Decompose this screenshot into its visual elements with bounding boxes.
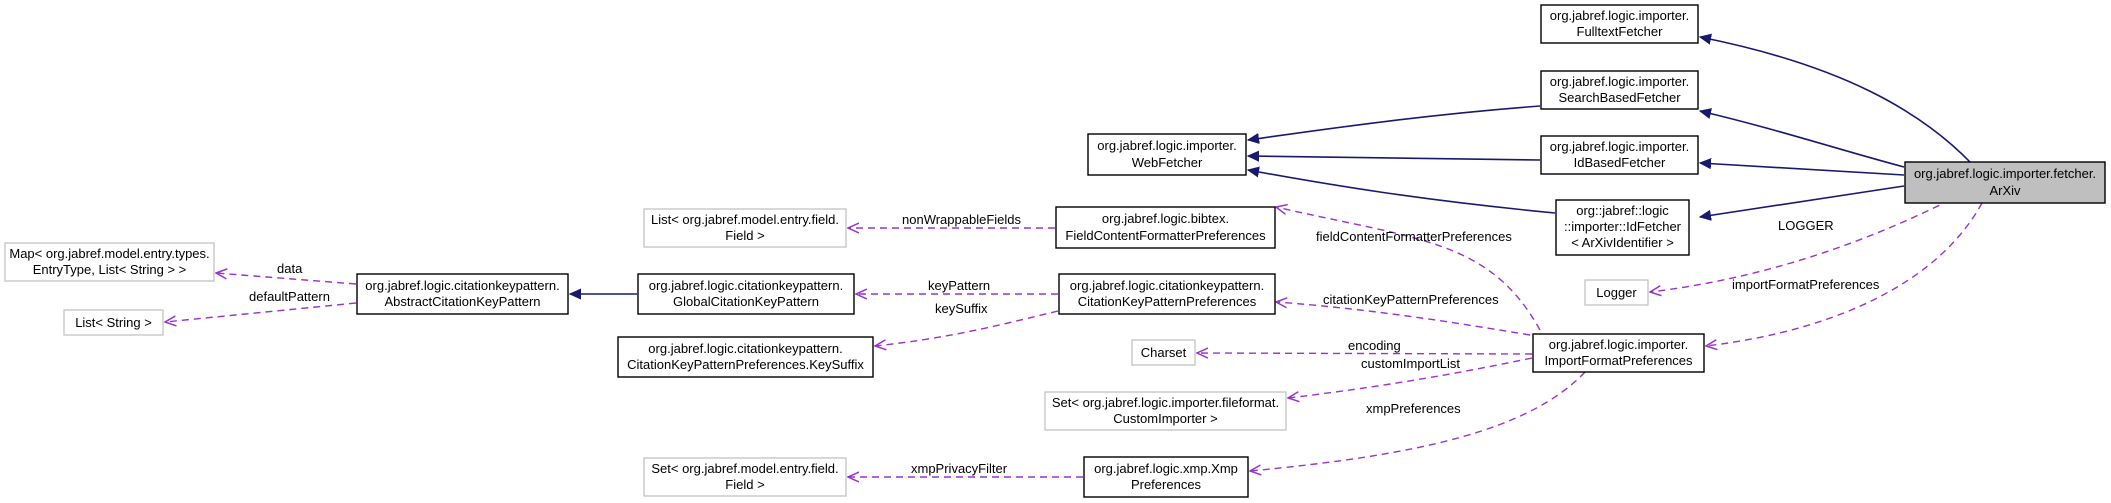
node-import-format-preferences[interactable]: org.jabref.logic.importer. ImportFormatP… [1532, 333, 1705, 373]
svg-text:org.jabref.logic.importer.: org.jabref.logic.importer. [1550, 8, 1689, 23]
svg-text:Map< org.jabref.model.entry.ty: Map< org.jabref.model.entry.types. [9, 246, 209, 261]
svg-text:Field >: Field > [725, 228, 764, 243]
edge-xmppreferences [1250, 371, 1586, 471]
svg-text:org.jabref.logic.importer.: org.jabref.logic.importer. [1549, 337, 1688, 352]
svg-text:Logger: Logger [1596, 285, 1637, 300]
svg-text:EntryType, List< String > >: EntryType, List< String > > [33, 262, 187, 277]
node-set-custom-importer[interactable]: Set< org.jabref.logic.importer.fileforma… [1044, 391, 1287, 431]
svg-text:org.jabref.logic.citationkeypa: org.jabref.logic.citationkeypattern. [649, 278, 843, 293]
node-search-based-fetcher[interactable]: org.jabref.logic.importer. SearchBasedFe… [1540, 70, 1699, 110]
node-citation-key-pattern-preferences[interactable]: org.jabref.logic.citationkeypattern. Cit… [1058, 273, 1276, 315]
svg-text:Set< org.jabref.model.entry.fi: Set< org.jabref.model.entry.field. [651, 461, 838, 476]
svg-text:ImportFormatPreferences: ImportFormatPreferences [1544, 353, 1693, 368]
edge-label-encoding: encoding [1348, 338, 1401, 353]
node-field-content-formatter-preferences[interactable]: org.jabref.logic.bibtex. FieldContentFor… [1055, 206, 1276, 249]
node-id-fetcher[interactable]: org::jabref::logic ::importer::IdFetcher… [1555, 199, 1690, 256]
svg-text:org.jabref.logic.xmp.Xmp: org.jabref.logic.xmp.Xmp [1094, 461, 1238, 476]
node-charset[interactable]: Charset [1131, 339, 1196, 366]
edge-arxiv-fulltextfetcher [1700, 37, 1973, 165]
svg-text:Preferences: Preferences [1131, 477, 1202, 492]
svg-text:WebFetcher: WebFetcher [1132, 155, 1203, 170]
edge-label-defaultpattern: defaultPattern [249, 289, 330, 304]
edge-keysuffix [875, 310, 1059, 346]
edge-label-fieldcontentformatterpreferences: fieldContentFormatterPreferences [1316, 229, 1512, 244]
edge-label-xmpprivacyfilter: xmpPrivacyFilter [911, 461, 1008, 476]
node-key-suffix[interactable]: org.jabref.logic.citationkeypattern. Cit… [617, 336, 874, 378]
svg-text:::importer::IdFetcher: ::importer::IdFetcher [1564, 219, 1682, 234]
svg-text:GlobalCitationKeyPattern: GlobalCitationKeyPattern [673, 294, 819, 309]
svg-text:CitationKeyPatternPreferences.: CitationKeyPatternPreferences.KeySuffix [627, 357, 864, 372]
node-set-field[interactable]: Set< org.jabref.model.entry.field. Field… [643, 457, 847, 497]
svg-text:Field >: Field > [725, 477, 764, 492]
node-xmp-preferences[interactable]: org.jabref.logic.xmp.Xmp Preferences [1083, 456, 1249, 498]
svg-text:SearchBasedFetcher: SearchBasedFetcher [1558, 90, 1681, 105]
node-map-entrytype[interactable]: Map< org.jabref.model.entry.types. Entry… [4, 242, 215, 282]
svg-text:< ArXivIdentifier >: < ArXivIdentifier > [1571, 235, 1674, 250]
edge-label-data: data [277, 261, 303, 276]
edge-label-nonwrappablefields: nonWrappableFields [902, 212, 1021, 227]
edge-defaultpattern [165, 302, 357, 322]
svg-text:FieldContentFormatterPreferenc: FieldContentFormatterPreferences [1065, 228, 1266, 243]
edge-fieldcontentprefs-importprefs [1276, 207, 1541, 331]
edge-customimportlist [1288, 357, 1533, 398]
node-id-based-fetcher[interactable]: org.jabref.logic.importer. IdBasedFetche… [1540, 135, 1699, 175]
svg-text:org.jabref.logic.importer.fetc: org.jabref.logic.importer.fetcher. [1914, 166, 2096, 181]
node-global-citation-key-pattern[interactable]: org.jabref.logic.citationkeypattern. Glo… [637, 273, 855, 315]
svg-text:org.jabref.logic.importer.: org.jabref.logic.importer. [1550, 74, 1689, 89]
svg-text:CitationKeyPatternPreferences: CitationKeyPatternPreferences [1078, 294, 1257, 309]
edge-idbasedfetcher-webfetcher [1248, 156, 1541, 160]
edge-label-keypattern: keyPattern [928, 278, 990, 293]
svg-text:org.jabref.logic.citationkeypa: org.jabref.logic.citationkeypattern. [365, 278, 559, 293]
svg-text:AbstractCitationKeyPattern: AbstractCitationKeyPattern [384, 294, 540, 309]
edge-arxiv-searchbasedfetcher [1700, 111, 1905, 168]
svg-text:List< org.jabref.model.entry.f: List< org.jabref.model.entry.field. [651, 212, 839, 227]
edge-label-importformatpreferences: importFormatPreferences [1732, 277, 1880, 292]
edge-label-customimportlist: customImportList [1361, 356, 1460, 371]
svg-text:org.jabref.logic.importer.: org.jabref.logic.importer. [1550, 139, 1689, 154]
svg-text:org.jabref.logic.bibtex.: org.jabref.logic.bibtex. [1102, 211, 1229, 226]
node-abstract-citation-key-pattern[interactable]: org.jabref.logic.citationkeypattern. Abs… [356, 273, 569, 315]
edge-idfetcher-webfetcher [1248, 170, 1556, 214]
edge-logger-arxiv [1650, 199, 1951, 292]
node-logger[interactable]: Logger [1584, 279, 1649, 306]
svg-text:Set< org.jabref.logic.importer: Set< org.jabref.logic.importer.fileforma… [1052, 395, 1279, 410]
node-list-field[interactable]: List< org.jabref.model.entry.field. Fiel… [643, 208, 847, 248]
edge-importformatprefs-arxiv [1706, 202, 1983, 346]
edge-arxiv-idfetcher [1700, 185, 1905, 217]
svg-text:IdBasedFetcher: IdBasedFetcher [1574, 155, 1666, 170]
edge-encoding [1197, 353, 1533, 354]
edge-label-logger: LOGGER [1778, 218, 1834, 233]
edge-label-xmppreferences: xmpPreferences [1366, 401, 1461, 416]
node-arxiv[interactable]: org.jabref.logic.importer.fetcher. ArXiv [1904, 161, 2106, 204]
svg-text:ArXiv: ArXiv [1989, 183, 2021, 198]
node-fulltext-fetcher[interactable]: org.jabref.logic.importer. FulltextFetch… [1540, 4, 1699, 44]
svg-text:org.jabref.logic.citationkeypa: org.jabref.logic.citationkeypattern. [648, 341, 842, 356]
svg-text:List< String >: List< String > [75, 315, 152, 330]
edge-arxiv-idbasedfetcher [1700, 163, 1905, 176]
svg-text:Charset: Charset [1141, 345, 1187, 360]
svg-text:org.jabref.logic.importer.: org.jabref.logic.importer. [1097, 138, 1236, 153]
svg-text:org::jabref::logic: org::jabref::logic [1576, 203, 1669, 218]
node-web-fetcher[interactable]: org.jabref.logic.importer. WebFetcher [1087, 133, 1247, 176]
svg-text:CustomImporter >: CustomImporter > [1113, 411, 1217, 426]
edge-searchbasedfetcher-webfetcher [1248, 105, 1541, 140]
svg-text:org.jabref.logic.citationkeypa: org.jabref.logic.citationkeypattern. [1070, 278, 1264, 293]
svg-text:FulltextFetcher: FulltextFetcher [1577, 24, 1664, 39]
edge-label-citationkeypatternpreferences: citationKeyPatternPreferences [1323, 292, 1499, 307]
edge-label-keysuffix: keySuffix [935, 301, 988, 316]
node-list-string[interactable]: List< String > [63, 309, 164, 336]
